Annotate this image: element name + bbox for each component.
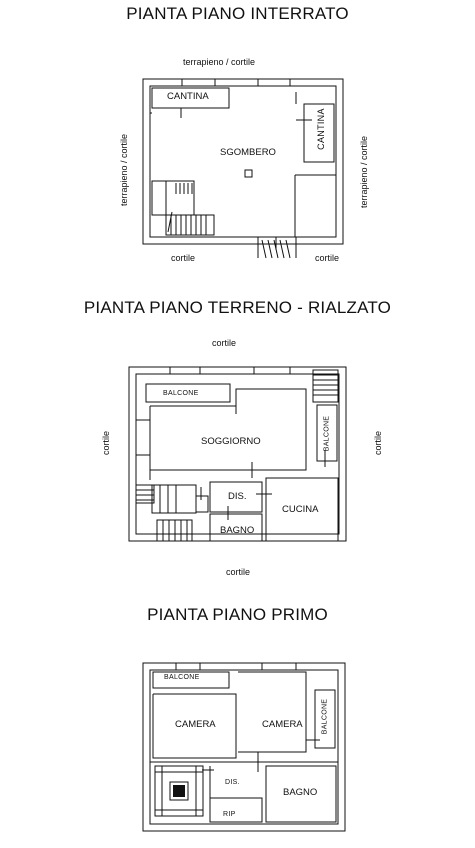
interrato-column: [244, 169, 253, 178]
room-cantina-left: CANTINA: [167, 91, 209, 102]
room-dis-primo: DIS.: [225, 779, 240, 786]
terreno-balcone-left: [145, 383, 231, 403]
terreno-balcone-right: [316, 404, 338, 462]
room-camera-left: CAMERA: [175, 719, 216, 730]
primo-camera-right: [238, 671, 307, 753]
plan-title-terreno: PIANTA PIANO TERRENO - RIALZATO: [83, 298, 392, 317]
room-rip: RIP: [223, 811, 236, 818]
room-dis-terreno: DIS.: [228, 491, 247, 502]
primo-balcone-left: [152, 671, 230, 689]
room-cucina: CUCINA: [282, 504, 319, 515]
terreno-dis-room: [209, 481, 263, 513]
label-top-interrato: terrapieno / cortile: [183, 57, 256, 67]
room-balcone-left-primo: BALCONE: [164, 674, 200, 681]
interrato-inner-wall: [149, 85, 337, 238]
plan-title-interrato: PIANTA PIANO INTERRATO: [126, 4, 349, 23]
interrato-cantina-left-room: [151, 87, 230, 109]
room-sgombero: SGOMBERO: [220, 147, 276, 158]
interrato-cantina-right-room: [303, 103, 335, 163]
room-camera-right: CAMERA: [262, 719, 303, 730]
room-bagno-terreno: BAGNO: [220, 525, 255, 536]
interrato-outer-wall: [142, 78, 344, 245]
label-top-terreno: cortile: [212, 338, 237, 348]
room-bagno-primo: BAGNO: [283, 787, 318, 798]
label-bottom-terreno: cortile: [226, 567, 251, 577]
room-soggiorno: SOGGIORNO: [201, 436, 261, 447]
primo-balcone-right: [314, 689, 336, 749]
primo-outer-wall: [142, 662, 346, 832]
room-balcone-left-terreno: BALCONE: [163, 390, 199, 397]
terreno-cucina-room: [265, 477, 339, 542]
room-balcone-right-primo: BALCONE: [321, 698, 329, 735]
label-bottom-left-interrato: cortile: [171, 253, 196, 263]
primo-rip-room: [209, 797, 263, 823]
primo-camera-left: [152, 693, 237, 759]
terreno-bagno-room: [209, 513, 263, 542]
label-bottom-right-interrato: cortile: [315, 253, 340, 263]
primo-bagno-room: [265, 765, 337, 823]
plan-title-primo: PIANTA PIANO PRIMO: [147, 605, 328, 624]
